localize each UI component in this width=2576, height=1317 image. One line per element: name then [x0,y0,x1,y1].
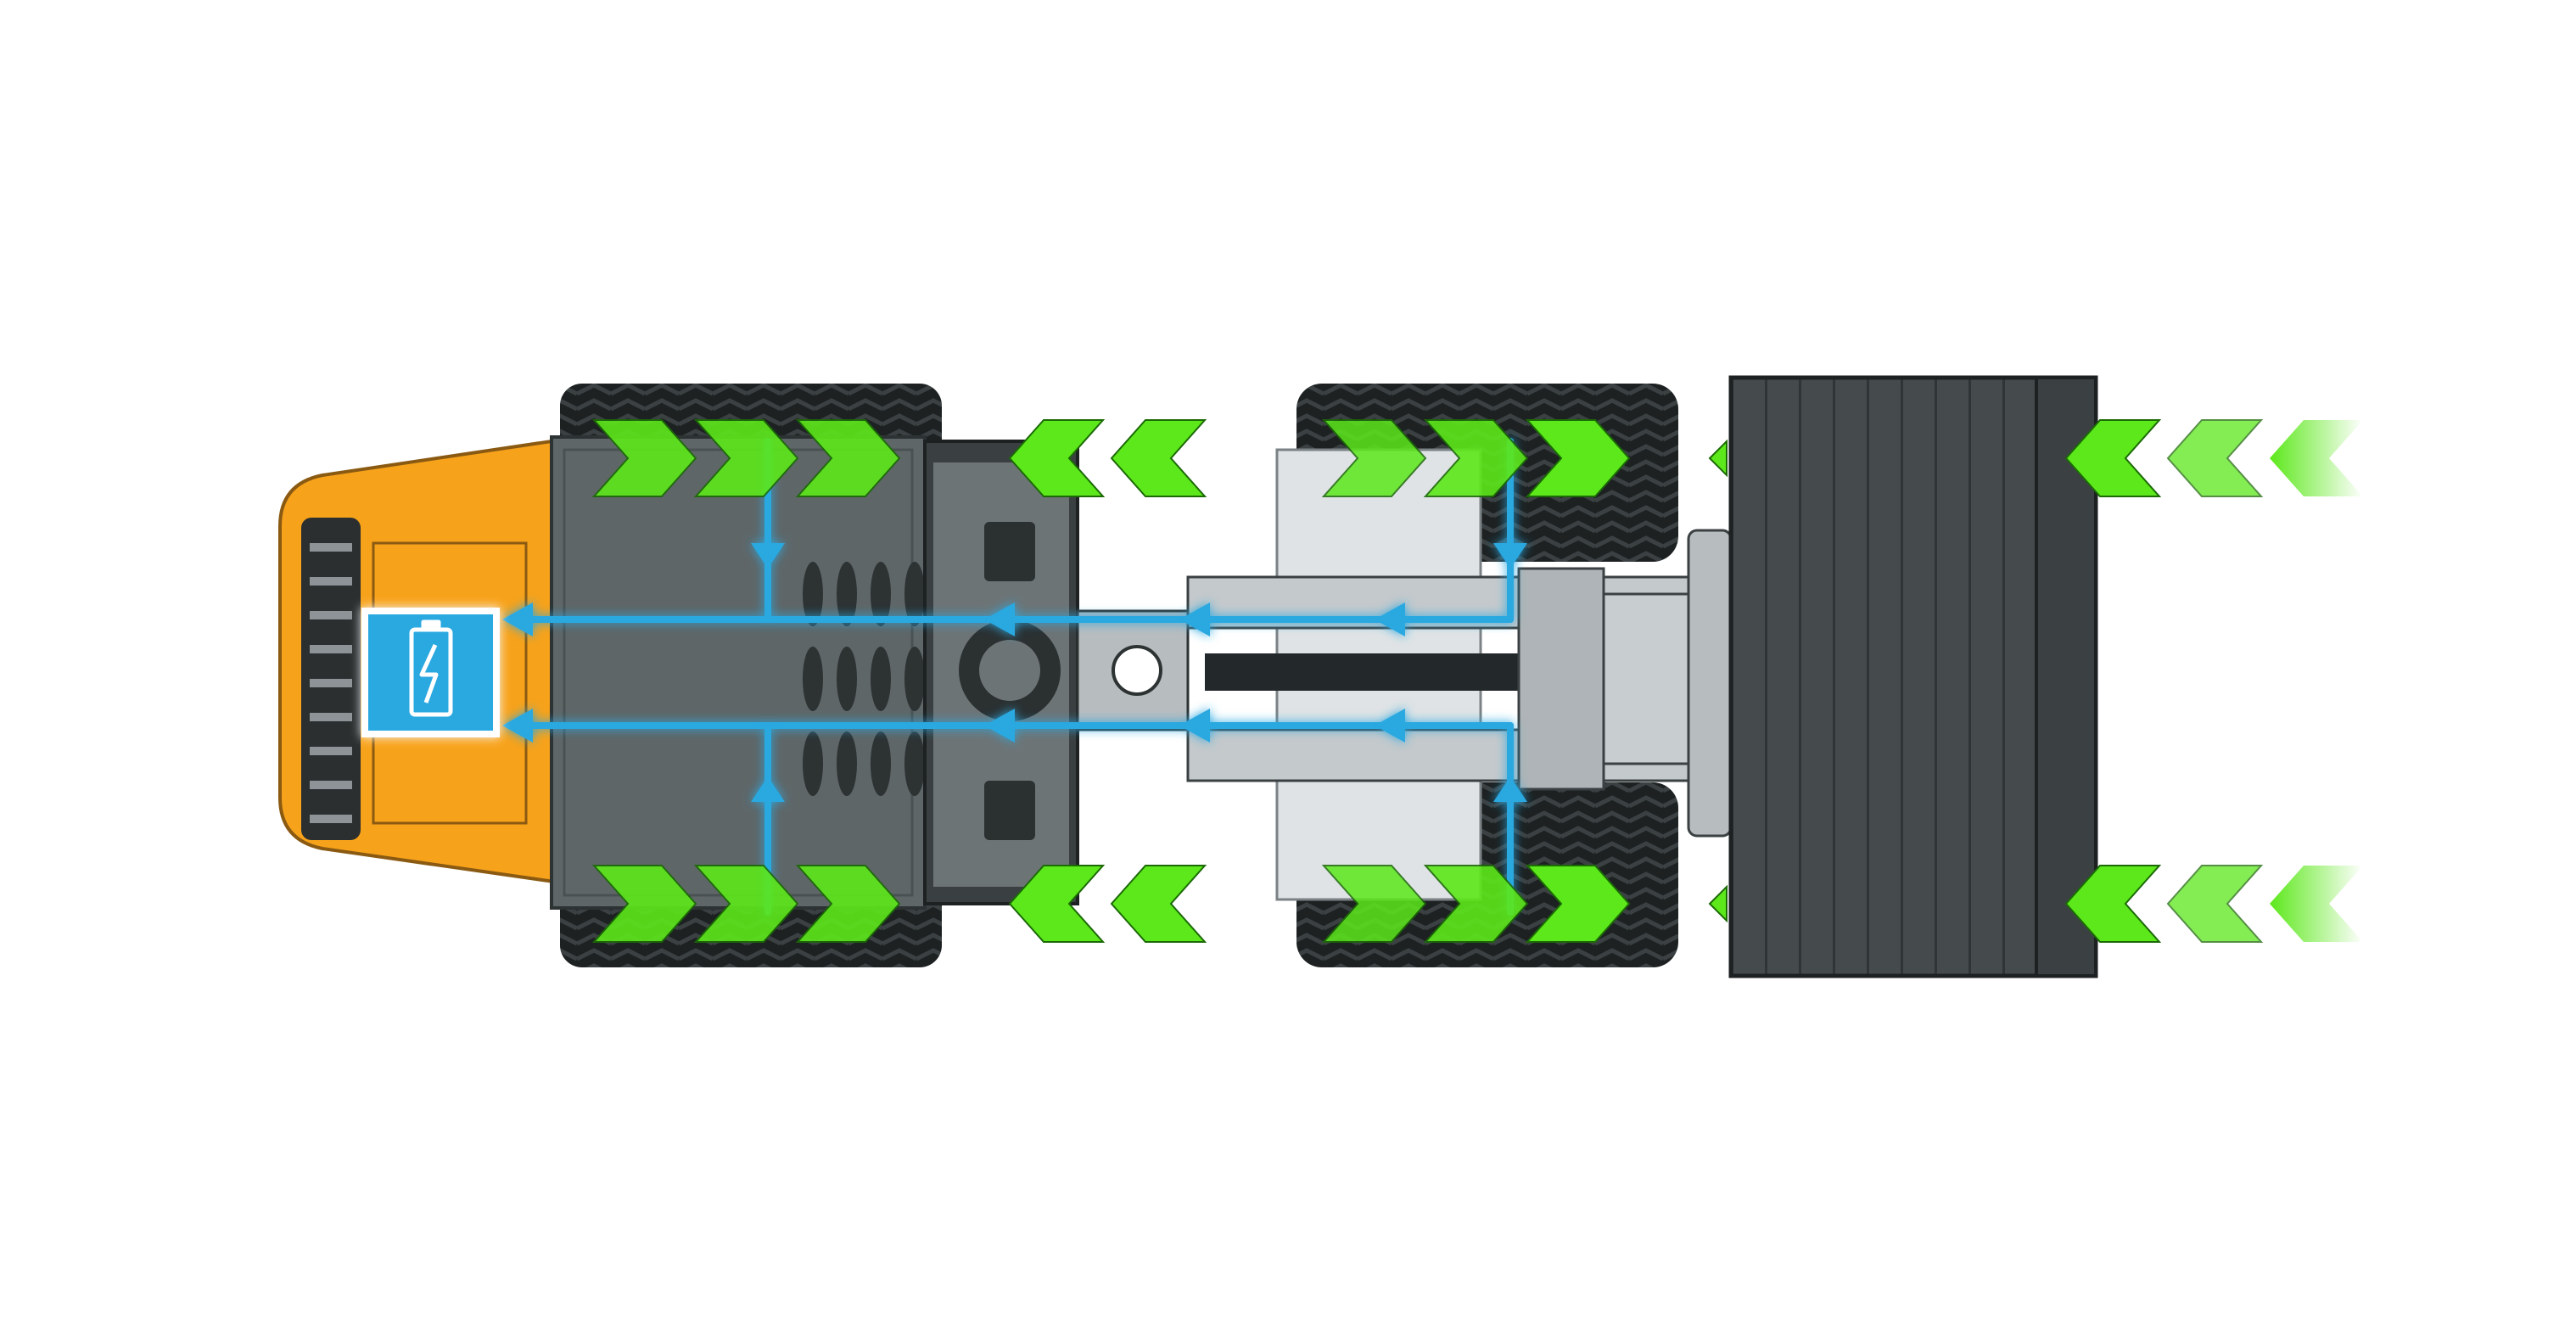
arrow-up-icon [751,776,785,802]
chevron-left-icon [1110,865,1207,943]
bucket-pivot [1687,529,1733,838]
articulation-joint [1076,609,1190,731]
chevron-right-icon [693,419,799,497]
chevron-right-icon [1423,865,1529,943]
chevron-left-icon [1708,884,1728,923]
arrow-left-icon [984,602,1015,636]
chevron-left-icon [1708,439,1728,478]
chevron-right-icon [1321,419,1427,497]
vent-slots [803,562,925,796]
chevron-left-icon [2270,866,2363,942]
chevron-left-icon [2166,865,2264,943]
rear-engine-cover [550,435,927,910]
arrow-left-icon [1179,709,1210,743]
chevron-left-icon [1008,419,1106,497]
chevron-left-icon [2064,865,2162,943]
arrow-left-icon [502,602,533,636]
drive-chevrons [591,419,1631,943]
arrow-left-icon [1375,602,1405,636]
arrow-left-icon [1179,602,1210,636]
chevron-left-icon [1110,419,1207,497]
chevron-right-icon [795,865,901,943]
chevron-right-icon [591,419,697,497]
arrow-left-icon [502,709,533,743]
arrow-down-icon [1493,543,1527,569]
operator-station [923,440,1079,905]
bucket [1728,375,2098,978]
arrow-up-icon [1493,776,1527,802]
arrow-left-icon [1375,709,1405,743]
chevron-right-icon [693,865,799,943]
battery-module [361,608,500,737]
chevron-right-icon [591,865,697,943]
chevron-left-icon [1008,865,1106,943]
recovery-chevrons [1008,419,2363,943]
chevron-right-icon [1525,419,1631,497]
chevron-left-icon [2166,419,2264,497]
chevron-right-icon [1423,419,1529,497]
chevron-right-icon [1525,865,1631,943]
chevron-right-icon [1321,865,1427,943]
chevron-right-icon [795,419,901,497]
arrow-left-icon [984,709,1015,743]
chevron-left-icon [2064,419,2162,497]
pedal [984,522,1035,581]
battery-charging-icon [409,619,453,717]
chevron-left-icon [2270,420,2363,496]
arrow-down-icon [751,543,785,569]
control-lever [984,781,1035,840]
